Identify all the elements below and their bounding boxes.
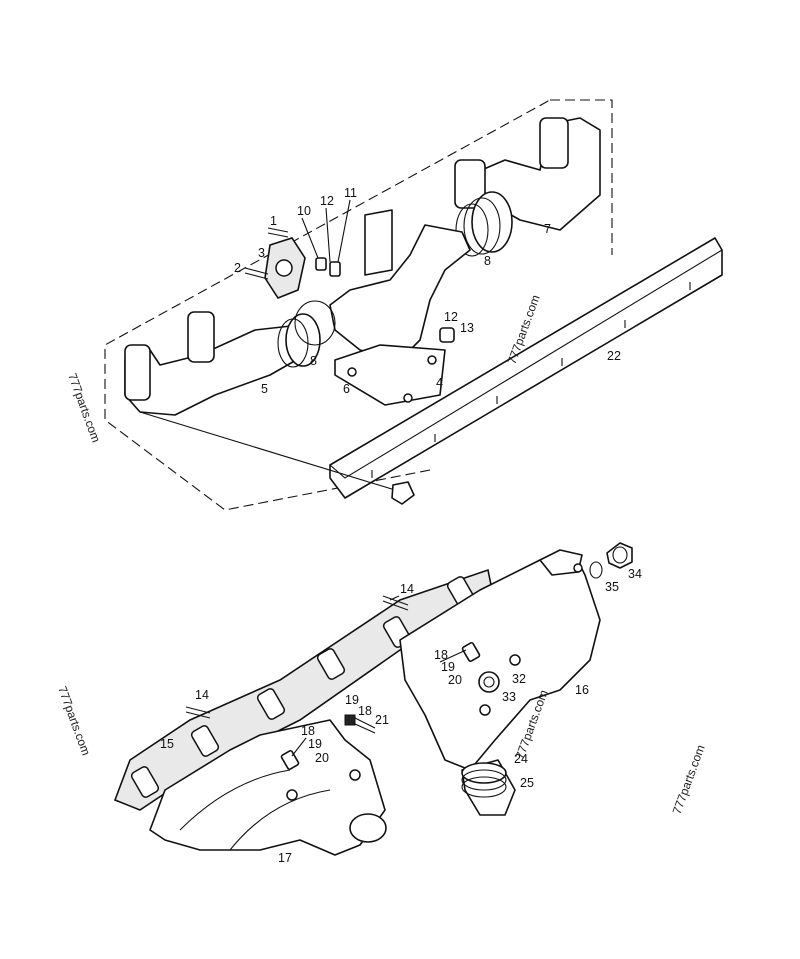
callout-34: 34 [628,567,642,581]
callout-18-rear: 18 [434,648,448,662]
callout-12-upper: 12 [320,194,334,208]
callout-4: 4 [436,376,443,390]
callout-7: 7 [544,222,551,236]
cap-fitting [478,671,500,693]
stud-14-upper [382,595,409,611]
outlet-elbow [461,759,516,816]
fitting-10 [315,257,327,271]
callout-leaders [291,199,467,757]
callout-19-bolt: 19 [345,693,359,707]
callout-17: 17 [278,851,292,865]
stud-2 [244,267,269,280]
callout-35: 35 [605,580,619,594]
manifold-rear-section [399,554,601,771]
callout-3: 3 [258,246,265,260]
callout-19-front: 19 [308,737,322,751]
front-branch-flange [124,344,151,401]
callout-33: 33 [502,690,516,704]
drain-fitting-front [280,750,300,770]
manifold-front-section [149,719,386,856]
plug-13 [439,327,455,343]
callout-24: 24 [514,752,528,766]
callout-8-left: 8 [310,354,317,368]
plug-34 [606,542,633,569]
callout-18-bolt: 18 [358,704,372,718]
front-outlet [349,813,387,843]
callout-5: 5 [261,382,268,396]
seal-ring-35 [589,561,603,579]
assembly-boundary [104,99,613,511]
callout-8-right: 8 [484,254,491,268]
callout-20-rear: 20 [448,673,462,687]
leader-line [139,411,396,491]
upper-assembly [104,99,723,511]
callout-19-rear: 19 [441,660,455,674]
nut-bottom [391,481,415,505]
callout-21: 21 [375,713,389,727]
callout-22: 22 [607,349,621,363]
lower-assembly [113,542,633,856]
rear-top-boss [539,549,583,576]
callout-14-lower: 14 [195,688,209,702]
stud-1 [267,227,289,238]
watermark-upper-left: 777parts.com [65,371,103,444]
gasket-ports [130,576,476,798]
bolt-21 [344,714,376,734]
heat-shield-notches [371,282,691,478]
callout-11: 11 [344,186,357,200]
mid-flange [364,209,393,276]
front-branch-flange-2 [187,311,215,363]
rear-branch-flange [539,117,569,169]
callout-15: 15 [160,737,174,751]
callout-12-lower: 12 [444,310,458,324]
callout-32: 32 [512,672,526,686]
rear-branch-flange-2 [454,159,486,209]
bellows-right [455,191,513,257]
stud-14-lower [185,706,211,719]
callout-2: 2 [234,261,241,275]
callouts: 1 2 3 4 5 6 7 8 8 10 11 12 12 13 22 14 1… [160,186,642,865]
callout-25: 25 [520,776,534,790]
callout-1: 1 [270,214,277,228]
callout-18-front: 18 [301,724,315,738]
bellows-left [277,300,336,368]
watermark-lower-right: 777parts.com [670,743,708,816]
fitting-11 [329,261,341,277]
callout-16: 16 [575,683,589,697]
callout-13: 13 [460,321,474,335]
callout-6: 6 [343,382,350,396]
callout-14-upper: 14 [400,582,414,596]
drain-fitting-rear [461,642,481,662]
y-piece-base [334,344,446,406]
watermark-lower-left: 777parts.com [55,684,93,757]
callout-10: 10 [297,204,311,218]
callout-20-front: 20 [315,751,329,765]
